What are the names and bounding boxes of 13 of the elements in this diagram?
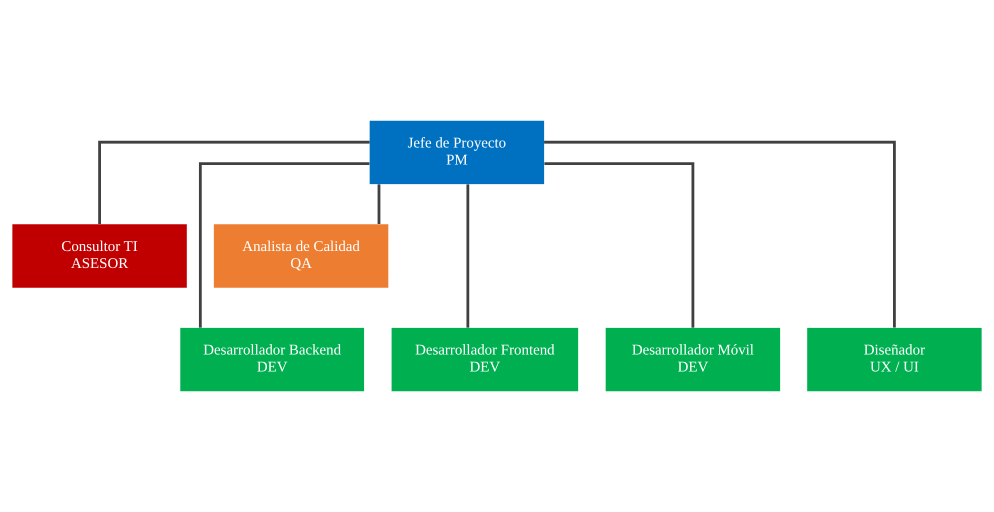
connector xyxy=(378,184,380,224)
node-box: Diseñador UX / UI xyxy=(807,328,982,392)
connector xyxy=(466,184,470,328)
node-box: Consultor TI ASESOR xyxy=(12,224,187,288)
connector xyxy=(544,140,896,328)
connector xyxy=(98,140,370,224)
node-box: Desarrollador Frontend DEV xyxy=(392,328,578,392)
node-box: Desarrollador Móvil DEV xyxy=(606,328,780,392)
node-box: Jefe de Proyecto PM xyxy=(370,120,544,184)
connector xyxy=(544,162,694,328)
node-box: Desarrollador Backend DEV xyxy=(180,328,364,392)
node-box: Analista de Calidad QA xyxy=(214,224,388,288)
connector xyxy=(198,162,370,328)
